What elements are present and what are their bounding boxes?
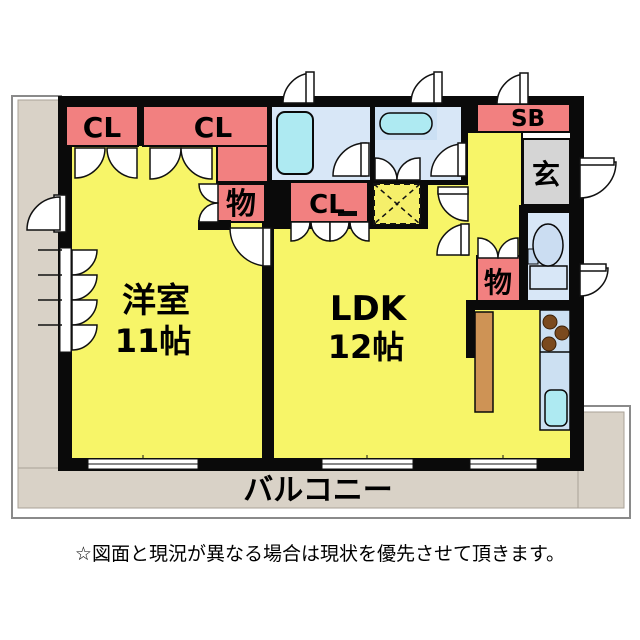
entrance-label: 玄 [532, 158, 560, 191]
service-door-right [579, 263, 609, 297]
kitchen-counter [539, 309, 571, 431]
door-top-3 [496, 72, 529, 105]
closet-left [65, 105, 139, 147]
closet-mid-label: CL [309, 190, 345, 220]
balcony-label: バルコニー [243, 473, 392, 508]
balcony-outline [11, 95, 631, 519]
entrance-step [523, 131, 570, 139]
washroom-door [430, 142, 467, 177]
washbasin-icon [379, 112, 433, 135]
toilet-icon [527, 223, 568, 290]
door-top-2 [410, 71, 443, 104]
bathtub-icon [276, 111, 314, 175]
storage-right-folding-doors [477, 237, 519, 259]
closet-left-label: CL [83, 111, 122, 144]
ldk-name: LDK [330, 289, 408, 329]
shoebox [476, 103, 571, 133]
balcony-door [26, 194, 67, 233]
stove-burners-icon [541, 314, 570, 352]
storage-mid-folding-doors [198, 183, 219, 223]
storage-mid-label: 物 [226, 187, 256, 222]
western-room-door [229, 227, 272, 267]
kitchen-sink-icon [544, 389, 568, 427]
washroom-double-doors [374, 157, 421, 181]
closet-left-folding-doors [74, 147, 138, 179]
shoebox-label: SB [511, 106, 545, 132]
door-top-1 [282, 71, 315, 104]
interior-walls [198, 205, 582, 470]
storage-right-label: 物 [484, 266, 512, 299]
ldk-size: 12帖 [328, 328, 405, 366]
bathroom-door [332, 142, 370, 177]
window-west-room [87, 455, 199, 470]
left-casement-windows [71, 249, 98, 351]
closet-mid-folding-doors [290, 221, 370, 242]
washer-space-icon [373, 183, 421, 225]
window-left-wall [38, 247, 72, 353]
entrance-door [579, 157, 617, 199]
ldk-door-upper [437, 186, 469, 222]
doors [26, 71, 617, 351]
closet-top [142, 105, 269, 147]
closet-top-extension [216, 145, 269, 183]
windows [38, 247, 538, 470]
closet-top-label: CL [194, 111, 233, 144]
western-room-name: 洋室 [122, 281, 190, 321]
kitchen-counter-partition [474, 311, 494, 413]
window-ldk [321, 455, 414, 470]
ldk-door-lower [436, 223, 470, 256]
entrance-floor [522, 138, 571, 206]
disclaimer-note: ☆図面と現況が異なる場合は現状を優先させて頂きます。 [75, 543, 565, 565]
closet-top-folding-doors [149, 147, 213, 180]
western-room-size: 11帖 [115, 322, 192, 360]
window-kitchen [469, 455, 538, 470]
